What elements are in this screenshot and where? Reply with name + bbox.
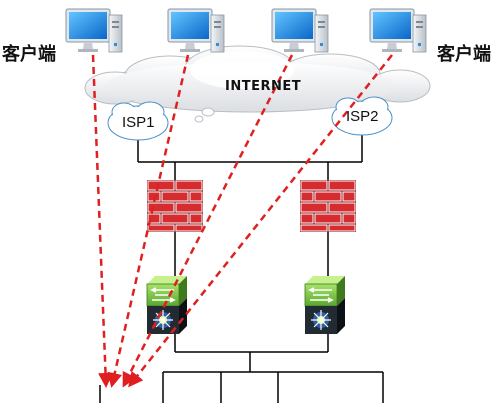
dashed-arrow [107,54,190,388]
firewall-icon [299,179,357,233]
isp2-label: ISP2 [346,108,379,125]
switches [146,275,346,335]
dashed-arrow [128,54,393,388]
connection-lines [99,135,384,403]
firewalls [146,179,357,233]
dashed-arrow [91,54,114,388]
client-computers [65,8,427,53]
internet-label: INTERNET [225,79,302,94]
computer-icon [65,8,123,53]
computer-icon [369,8,427,53]
isp1-label: ISP1 [122,114,155,131]
traffic-arrows [91,54,393,388]
firewall-icon [146,179,204,233]
computer-icon [167,8,225,53]
internet-cloud [84,45,431,141]
dashed-arrow [122,54,294,388]
computer-icon [271,8,329,53]
client-label-right: 客户端 [437,44,491,65]
client-label-left: 客户端 [2,44,56,65]
switch-icon [304,275,346,335]
